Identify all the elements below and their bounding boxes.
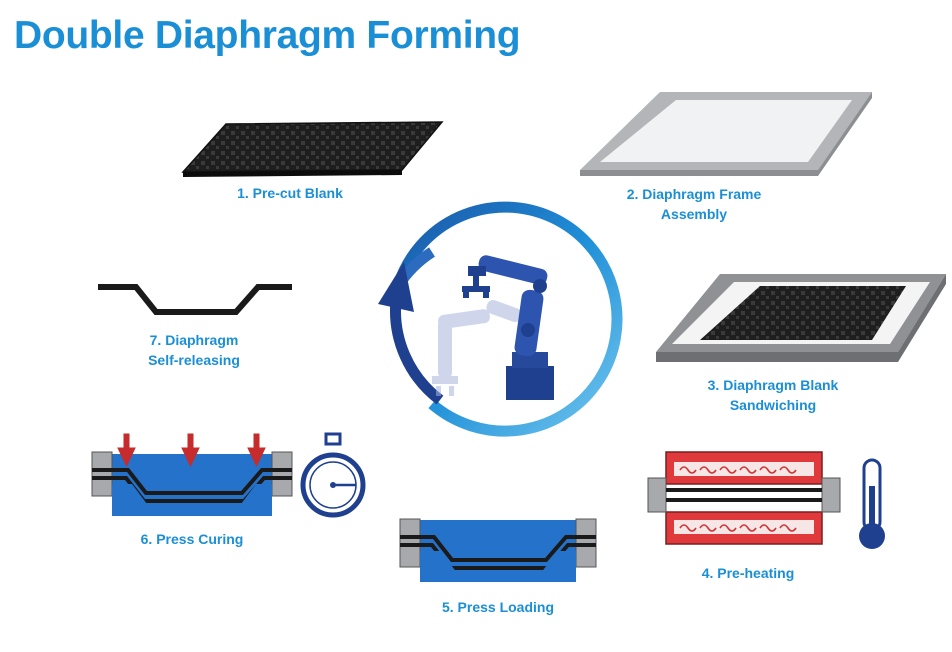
step-1-label: 1. Pre-cut Blank: [180, 183, 400, 203]
stopwatch-icon: [300, 432, 366, 518]
cycle-arrow-icon: [378, 201, 623, 437]
step-3-label-line2: Sandwiching: [729, 397, 817, 413]
step-1-label-line1: 1. Pre-cut Blank: [237, 185, 343, 201]
press-loading-icon: [399, 518, 597, 582]
diaphragm-frame-icon: [580, 92, 872, 176]
step-5-label: 5. Press Loading: [388, 597, 608, 617]
step-7-label: 7. Diaphragm Self-releasing: [84, 330, 304, 370]
step-2-label: 2. Diaphragm Frame Assembly: [584, 184, 804, 224]
step-6-label: 6. Press Curing: [82, 529, 302, 549]
step-3-label-line1: 3. Diaphragm Blank: [707, 377, 839, 393]
step-4-label: 4. Pre-heating: [638, 563, 858, 583]
step-7-label-line2: Self-releasing: [148, 352, 240, 368]
heater-icon: [647, 451, 841, 545]
thermometer-icon: [859, 458, 885, 549]
step-6-label-line1: 6. Press Curing: [140, 531, 244, 547]
step-2-label-line2: Assembly: [660, 206, 728, 222]
page-title: Double Diaphragm Forming: [14, 14, 521, 57]
formed-part-icon: [98, 284, 292, 315]
step-4-label-line1: 4. Pre-heating: [701, 565, 795, 581]
sandwiched-blank-icon: [656, 274, 946, 362]
step-2-label-line1: 2. Diaphragm Frame: [626, 186, 762, 202]
step-3-label: 3. Diaphragm Blank Sandwiching: [663, 375, 883, 415]
step-5-label-line1: 5. Press Loading: [441, 599, 555, 615]
step-7-label-line1: 7. Diaphragm: [149, 332, 239, 348]
carbon-fiber-blank-icon: [181, 121, 444, 177]
press-curing-icon: [91, 433, 293, 516]
robot-arm-icon: [432, 255, 554, 400]
